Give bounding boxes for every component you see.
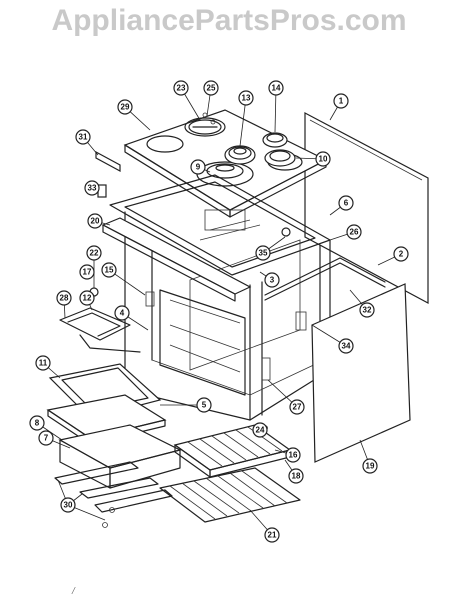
callout-12: 12: [79, 290, 95, 306]
callout-35: 35: [255, 245, 271, 261]
svg-text:29: 29: [121, 103, 130, 112]
callout-21: 21: [264, 527, 280, 543]
callout-11: 11: [35, 355, 51, 371]
callout-23: 23: [173, 80, 189, 96]
callout-31: 31: [75, 129, 91, 145]
callout-1: 1: [333, 93, 349, 109]
svg-text:31: 31: [79, 133, 88, 142]
callout-24: 24: [252, 422, 268, 438]
svg-text:17: 17: [83, 268, 92, 277]
control-panel-bar: [95, 150, 121, 173]
svg-text:27: 27: [293, 403, 302, 412]
callout-13: 13: [238, 90, 254, 106]
callout-6: 6: [338, 195, 354, 211]
callout-18: 18: [288, 468, 304, 484]
svg-text:3: 3: [270, 276, 275, 285]
side-bracket: [264, 257, 386, 301]
svg-text:4: 4: [120, 309, 125, 318]
callout-7: 7: [38, 430, 54, 446]
svg-text:24: 24: [256, 426, 265, 435]
oven-rack: [159, 467, 301, 523]
callout-20: 20: [87, 213, 103, 229]
svg-text:1: 1: [339, 97, 344, 106]
footer-mark: /: [72, 586, 75, 597]
back-panel: [304, 112, 429, 305]
broiler-pan: [173, 424, 292, 478]
callout-3: 3: [264, 272, 280, 288]
svg-text:2: 2: [399, 250, 404, 259]
callout-19: 19: [362, 458, 378, 474]
callout-8: 8: [29, 415, 45, 431]
callout-4: 4: [114, 305, 130, 321]
svg-text:6: 6: [344, 199, 349, 208]
svg-text:19: 19: [366, 462, 375, 471]
callout-33: 33: [84, 180, 100, 196]
watermark-text: AppliancePartsPros.com: [51, 4, 407, 37]
svg-text:16: 16: [289, 451, 298, 460]
callout-32: 32: [359, 302, 375, 318]
oven-body: [109, 174, 331, 421]
svg-text:25: 25: [207, 84, 216, 93]
callout-15: 15: [101, 262, 117, 278]
svg-text:22: 22: [90, 249, 99, 258]
callout-29: 29: [117, 99, 133, 115]
svg-text:26: 26: [350, 228, 359, 237]
svg-text:35: 35: [259, 249, 268, 258]
svg-text:21: 21: [268, 531, 277, 540]
burner-small-front: [264, 149, 296, 167]
broil-element: [59, 307, 141, 353]
burner-small-rear: [262, 132, 288, 148]
svg-text:12: 12: [83, 294, 92, 303]
drawer-rails: [54, 461, 173, 513]
callout-9: 9: [190, 159, 206, 175]
side-panel: [295, 283, 411, 463]
svg-text:23: 23: [177, 84, 186, 93]
svg-text:9: 9: [196, 163, 201, 172]
callout-25: 25: [203, 80, 219, 96]
control-rail: [101, 217, 252, 302]
svg-text:11: 11: [39, 359, 48, 368]
svg-text:7: 7: [44, 434, 49, 443]
svg-text:34: 34: [342, 342, 351, 351]
svg-text:33: 33: [88, 184, 97, 193]
storage-drawer: [58, 424, 182, 489]
svg-text:10: 10: [319, 155, 328, 164]
svg-text:8: 8: [35, 419, 40, 428]
svg-text:28: 28: [60, 294, 69, 303]
callout-16: 16: [285, 447, 301, 463]
callout-30: 30: [60, 497, 76, 513]
svg-text:18: 18: [292, 472, 301, 481]
callout-28: 28: [56, 290, 72, 306]
burner-large-rear: [224, 145, 256, 165]
callout-34: 34: [338, 338, 354, 354]
svg-text:13: 13: [242, 94, 251, 103]
svg-text:20: 20: [91, 217, 100, 226]
callout-26: 26: [346, 224, 362, 240]
callout-27: 27: [289, 399, 305, 415]
callout-14: 14: [268, 80, 284, 96]
svg-text:5: 5: [202, 401, 207, 410]
svg-text:15: 15: [105, 266, 114, 275]
callout-17: 17: [79, 264, 95, 280]
burner-rear-left: [188, 119, 222, 135]
callout-5: 5: [196, 397, 212, 413]
svg-text:30: 30: [64, 501, 73, 510]
svg-text:32: 32: [363, 306, 372, 315]
callout-2: 2: [393, 246, 409, 262]
callout-22: 22: [86, 245, 102, 261]
svg-text:14: 14: [272, 84, 281, 93]
callout-10: 10: [315, 151, 331, 167]
